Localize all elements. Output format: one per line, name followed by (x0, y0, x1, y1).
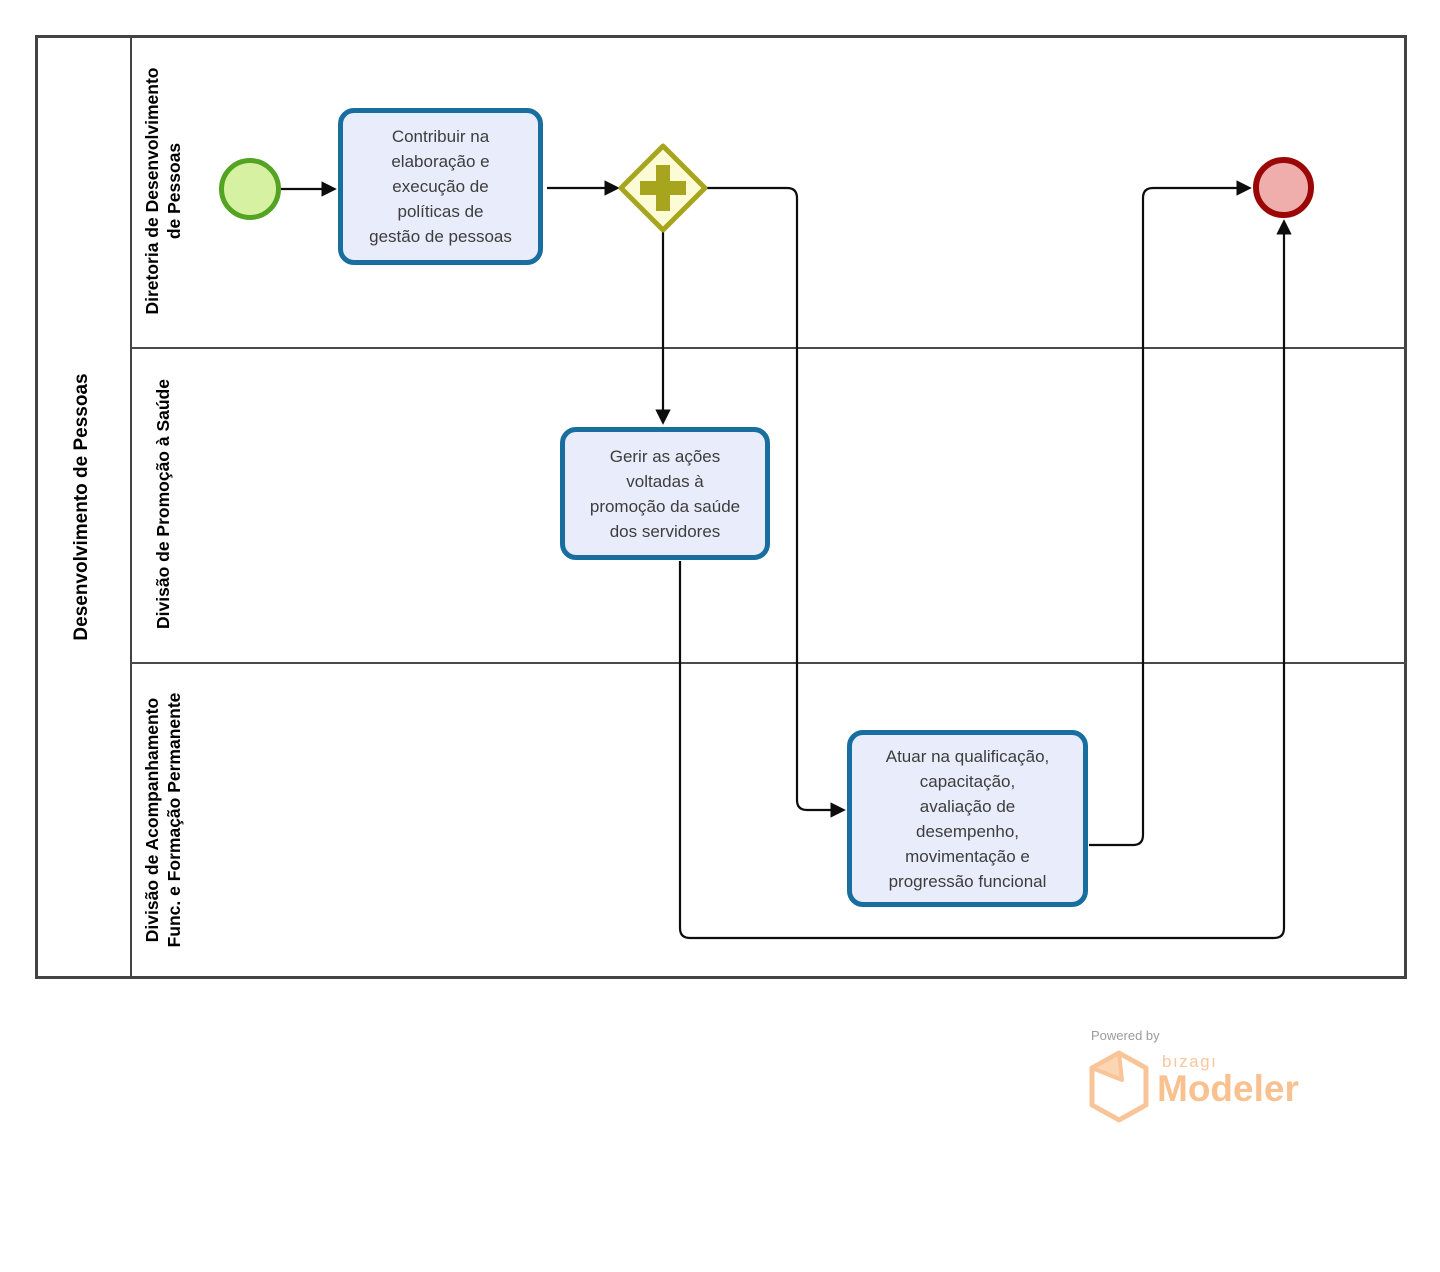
parallel-gateway-plus-icon (640, 165, 686, 211)
task-label: Gerir as ações voltadas à promoção da sa… (589, 446, 741, 541)
pool-name-divider (130, 35, 132, 979)
task-atuar[interactable]: Atuar na qualificação, capacitação, aval… (847, 730, 1088, 907)
bizagi-brand-label: bızagı (1162, 1052, 1218, 1071)
flow-task3-to-end (1089, 180, 1252, 847)
task-label: Atuar na qualificação, capacitação, aval… (885, 746, 1050, 891)
bizagi-logo-icon (1089, 1050, 1149, 1123)
task-gerir[interactable]: Gerir as ações voltadas à promoção da sa… (560, 427, 770, 560)
lane-separator-1 (131, 347, 1407, 349)
lane-separator-2 (131, 662, 1407, 664)
flow-gateway-to-task3 (706, 186, 846, 818)
modeler-product-label: Modeler (1157, 1068, 1299, 1109)
task-label: Contribuir na elaboração e execução de p… (369, 127, 512, 246)
start-event[interactable] (219, 158, 281, 220)
flow-task2-to-end (678, 219, 1292, 940)
task-contribuir[interactable]: Contribuir na elaboração e execução de p… (338, 108, 543, 265)
parallel-gateway[interactable] (618, 143, 708, 233)
powered-by-label: Powered by (1091, 1028, 1160, 1043)
end-event[interactable] (1253, 157, 1314, 218)
